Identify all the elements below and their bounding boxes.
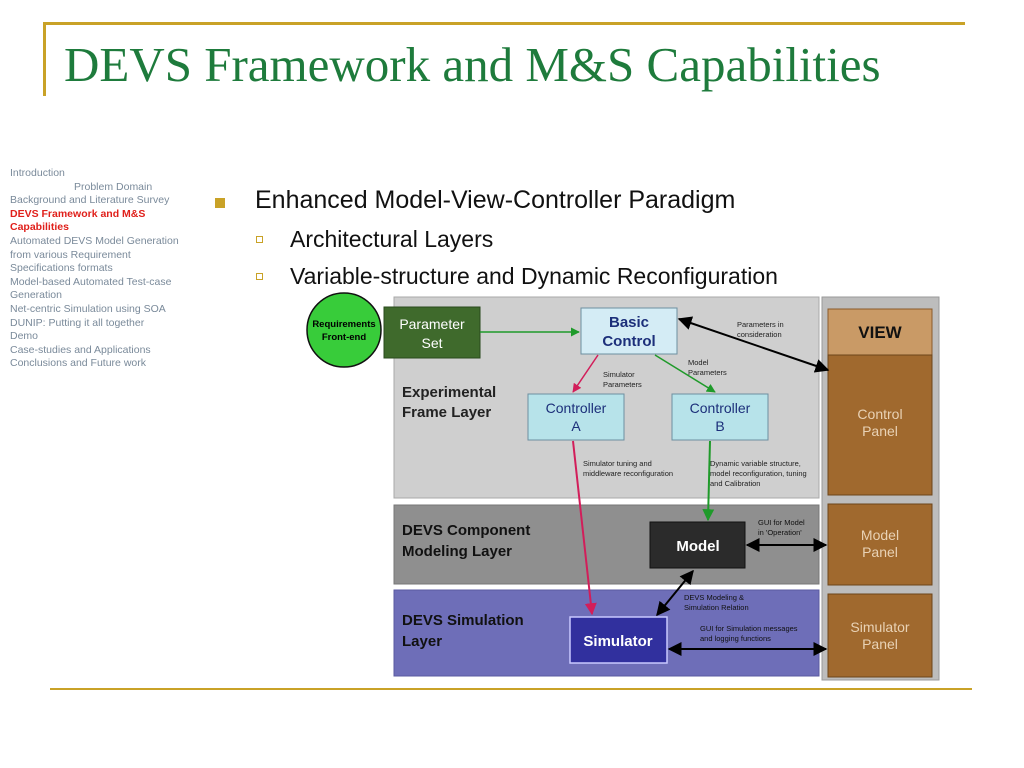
view-header	[827, 308, 933, 356]
simulation-layer-title-2: Layer	[402, 633, 442, 650]
agenda-item[interactable]: Specifications formats	[10, 262, 113, 275]
basic-control-label-1: Basic	[609, 314, 649, 331]
experimental-layer-title-1: Experimental	[402, 384, 496, 401]
agenda-item[interactable]: Generation	[10, 289, 62, 302]
annotation-tuning-2: middleware reconfiguration	[583, 469, 673, 478]
agenda-item-current[interactable]: Capabilities	[10, 221, 69, 234]
experimental-layer-title-2: Frame Layer	[402, 404, 491, 421]
parameter-set-label-1: Parameter	[399, 316, 465, 332]
agenda-item[interactable]: DUNIP: Putting it all together	[10, 316, 145, 329]
bullet-sub-architectural-layers: Architectural Layers	[290, 226, 494, 252]
agenda-list: Introduction Problem Domain Background a…	[10, 167, 210, 371]
simulator-panel	[827, 593, 933, 678]
bullet-main: Enhanced Model-View-Controller Paradigm	[255, 186, 736, 214]
arrow-basic-to-controller-b	[654, 354, 716, 393]
annotation-tuning-1: Simulator tuning and	[583, 459, 652, 468]
agenda-item-current[interactable]: DEVS Framework and M&S	[10, 207, 146, 220]
controller-b-label-2: B	[715, 418, 724, 434]
title-top-rule	[43, 22, 965, 25]
annotation-gui-sim-2: and logging functions	[700, 634, 771, 643]
simulator-label: Simulator	[583, 633, 652, 650]
arrow-model-to-simulator	[656, 569, 694, 617]
agenda-item[interactable]: Problem Domain	[74, 180, 153, 193]
annotation-gui-model-1: GUI for Model	[758, 518, 805, 527]
control-panel	[827, 354, 933, 496]
bullet-hollow-square-icon	[256, 273, 263, 280]
annotation-sim-params-2: Parameters	[603, 380, 642, 389]
model-panel-label-1: Model	[861, 527, 899, 543]
component-layer-title-1: DEVS Component	[402, 522, 530, 539]
annotation-model-params-2: Parameters	[688, 368, 727, 377]
slide-title: DEVS Framework and M&S Capabilities	[64, 37, 881, 92]
model-panel-label-2: Panel	[862, 544, 898, 560]
agenda-item[interactable]: from various Requirement	[10, 248, 131, 261]
annotation-sim-params-1: Simulator	[603, 370, 635, 379]
control-panel-label-2: Panel	[862, 423, 898, 439]
agenda-item[interactable]: Introduction	[10, 167, 65, 179]
annotation-dynamic-1: Dynamic variable structure,	[710, 459, 801, 468]
agenda-item[interactable]: Demo	[10, 330, 39, 343]
parameter-set-box	[383, 306, 481, 359]
controller-a-box	[527, 393, 625, 441]
agenda-item[interactable]: Automated DEVS Model Generation	[10, 234, 179, 247]
annotation-devs-relation-1: DEVS Modeling &	[684, 593, 744, 602]
annotation-parameters-1: Parameters in	[737, 320, 784, 329]
simulator-panel-label-1: Simulator	[850, 619, 909, 635]
view-label: VIEW	[858, 323, 902, 342]
annotation-gui-sim-1: GUI for Simulation messages	[700, 624, 798, 633]
simulation-layer-title-1: DEVS Simulation	[402, 612, 524, 629]
annotation-model-params-1: Model	[688, 358, 709, 367]
controller-a-label-2: A	[571, 418, 581, 434]
model-panel	[827, 503, 933, 586]
component-layer-title-2: Modeling Layer	[402, 543, 512, 560]
requirements-front-end-circle	[306, 292, 382, 368]
annotation-devs-relation-2: Simulation Relation	[684, 603, 749, 612]
controller-b-label-1: Controller	[690, 400, 751, 416]
agenda-item[interactable]: Conclusions and Future work	[10, 357, 146, 370]
bullet-square-icon	[215, 198, 225, 208]
agenda-item[interactable]: Case-studies and Applications	[10, 343, 151, 356]
arrow-controller-a-to-simulator	[572, 440, 597, 616]
simulator-panel-label-2: Panel	[862, 636, 898, 652]
agenda-item[interactable]: Background and Literature Survey	[10, 194, 170, 207]
title-accent-line	[43, 22, 46, 96]
component-modeling-layer	[393, 504, 820, 585]
controller-a-label-1: Controller	[546, 400, 607, 416]
experimental-frame-layer	[393, 296, 820, 499]
controller-b-box	[671, 393, 769, 441]
agenda-item[interactable]: Net-centric Simulation using SOA	[10, 302, 166, 315]
annotation-parameters-2: consideration	[737, 330, 782, 339]
agenda-item[interactable]: Model-based Automated Test-case	[10, 275, 172, 288]
model-box	[649, 521, 746, 569]
simulator-box	[569, 616, 668, 664]
annotation-gui-model-2: in 'Operation'	[758, 528, 802, 537]
requirements-label-2: Front-end	[322, 332, 367, 343]
simulation-layer	[393, 589, 820, 677]
annotation-dynamic-2: model reconfiguration, tuning	[710, 469, 807, 478]
basic-control-box	[580, 307, 678, 355]
bullet-hollow-square-icon	[256, 236, 263, 243]
arrow-basic-to-controller-a	[572, 354, 599, 393]
footer-rule	[50, 688, 972, 690]
annotation-dynamic-3: and Calibration	[710, 479, 760, 488]
bullet-sub-variable-structure: Variable-structure and Dynamic Reconfigu…	[290, 263, 778, 289]
control-panel-label-1: Control	[857, 406, 902, 422]
arrow-basic-to-control-panel	[677, 316, 830, 373]
arrow-controller-b-to-model	[702, 440, 715, 522]
basic-control-label-2: Control	[602, 333, 655, 350]
view-column	[821, 296, 940, 681]
requirements-label-1: Requirements	[312, 319, 375, 330]
parameter-set-label-2: Set	[421, 335, 442, 351]
model-label: Model	[676, 538, 719, 555]
